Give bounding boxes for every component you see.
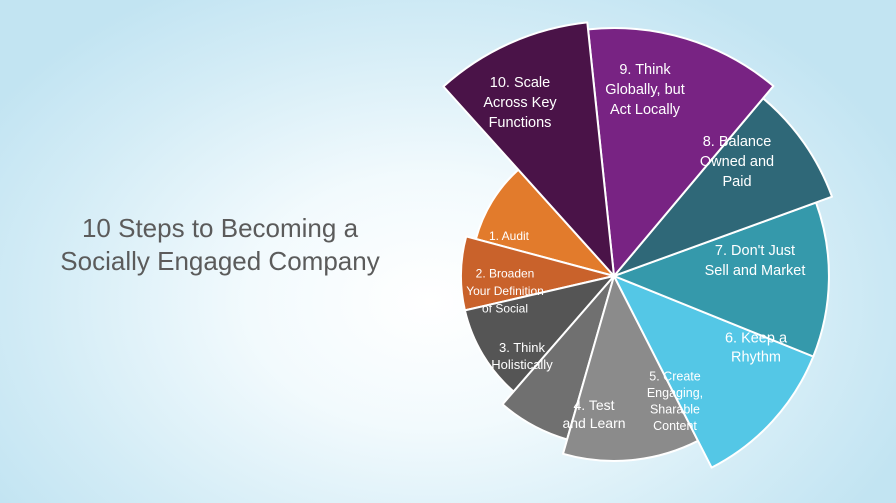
wheel-segment-label-line: Paid [722, 174, 751, 190]
wheel-segment-label-line: Functions [489, 115, 552, 131]
wheel-segment-label-1: 1. Audit [489, 229, 530, 243]
wheel-segment-label-line: 7. Don't Just [715, 243, 795, 259]
wheel-segment-5 [562, 275, 699, 462]
wheel-segment-label-line: 8. Balance [703, 134, 772, 150]
wheel-segment-label-4: 4. Test and Learn [562, 397, 625, 431]
wheel-segment-label-line: of Social [482, 302, 528, 316]
wheel-segment-label-6: 6. Keep a Rhythm [725, 331, 788, 366]
wheel-segment-label-line: Engaging, [647, 386, 703, 400]
slide-title-line-2: Socially Engaged Company [60, 246, 380, 276]
wheel-segment-label-line: 3. Think [499, 340, 546, 355]
wheel-segment-9 [587, 27, 775, 277]
wheel-segment-label-line: Globally, but [605, 82, 685, 98]
wheel-segment-6 [613, 275, 815, 469]
slide-title-line-1: 10 Steps to Becoming a [81, 213, 359, 243]
wheel-segment-label-line: Owned and [700, 154, 774, 170]
wheel-segment-1 [474, 168, 615, 277]
wheel-segment-label-line: Your Definition [466, 284, 544, 298]
wheel-segment-label-line: Content [653, 419, 697, 433]
wheel-segment-label-line: 5. Create [649, 370, 700, 384]
wheel-segment-label-line: Act Locally [610, 102, 681, 118]
wheel-segment-label-line: 10. Scale [490, 75, 550, 91]
wheel-segment-label-line: 1. Audit [489, 229, 530, 243]
wheel-segment-8 [613, 97, 833, 277]
slide-title: 10 Steps to Becoming a Socially Engaged … [30, 212, 410, 278]
wheel-segment-3 [463, 275, 615, 393]
wheel-segment-label-line: 4. Test [574, 397, 615, 413]
wheel-segment-label-line: Holistically [491, 357, 553, 372]
wheel-segment-label-line: Rhythm [731, 350, 781, 366]
wheel-segment-label-line: Across Key [483, 95, 557, 111]
wheel-segment-label-line: 9. Think [619, 62, 671, 78]
wheel-segment-label-line: 2. Broaden [476, 267, 535, 281]
wheel-segment-7 [613, 201, 830, 358]
wheel-segment-label-line: Sell and Market [705, 263, 806, 279]
wheel-segment-label-line: and Learn [562, 415, 625, 431]
wheel-segment-10 [442, 21, 615, 277]
wheel-segment-label-line: Sharable [650, 403, 700, 417]
wheel-segment-label-line: 6. Keep a [725, 331, 788, 347]
